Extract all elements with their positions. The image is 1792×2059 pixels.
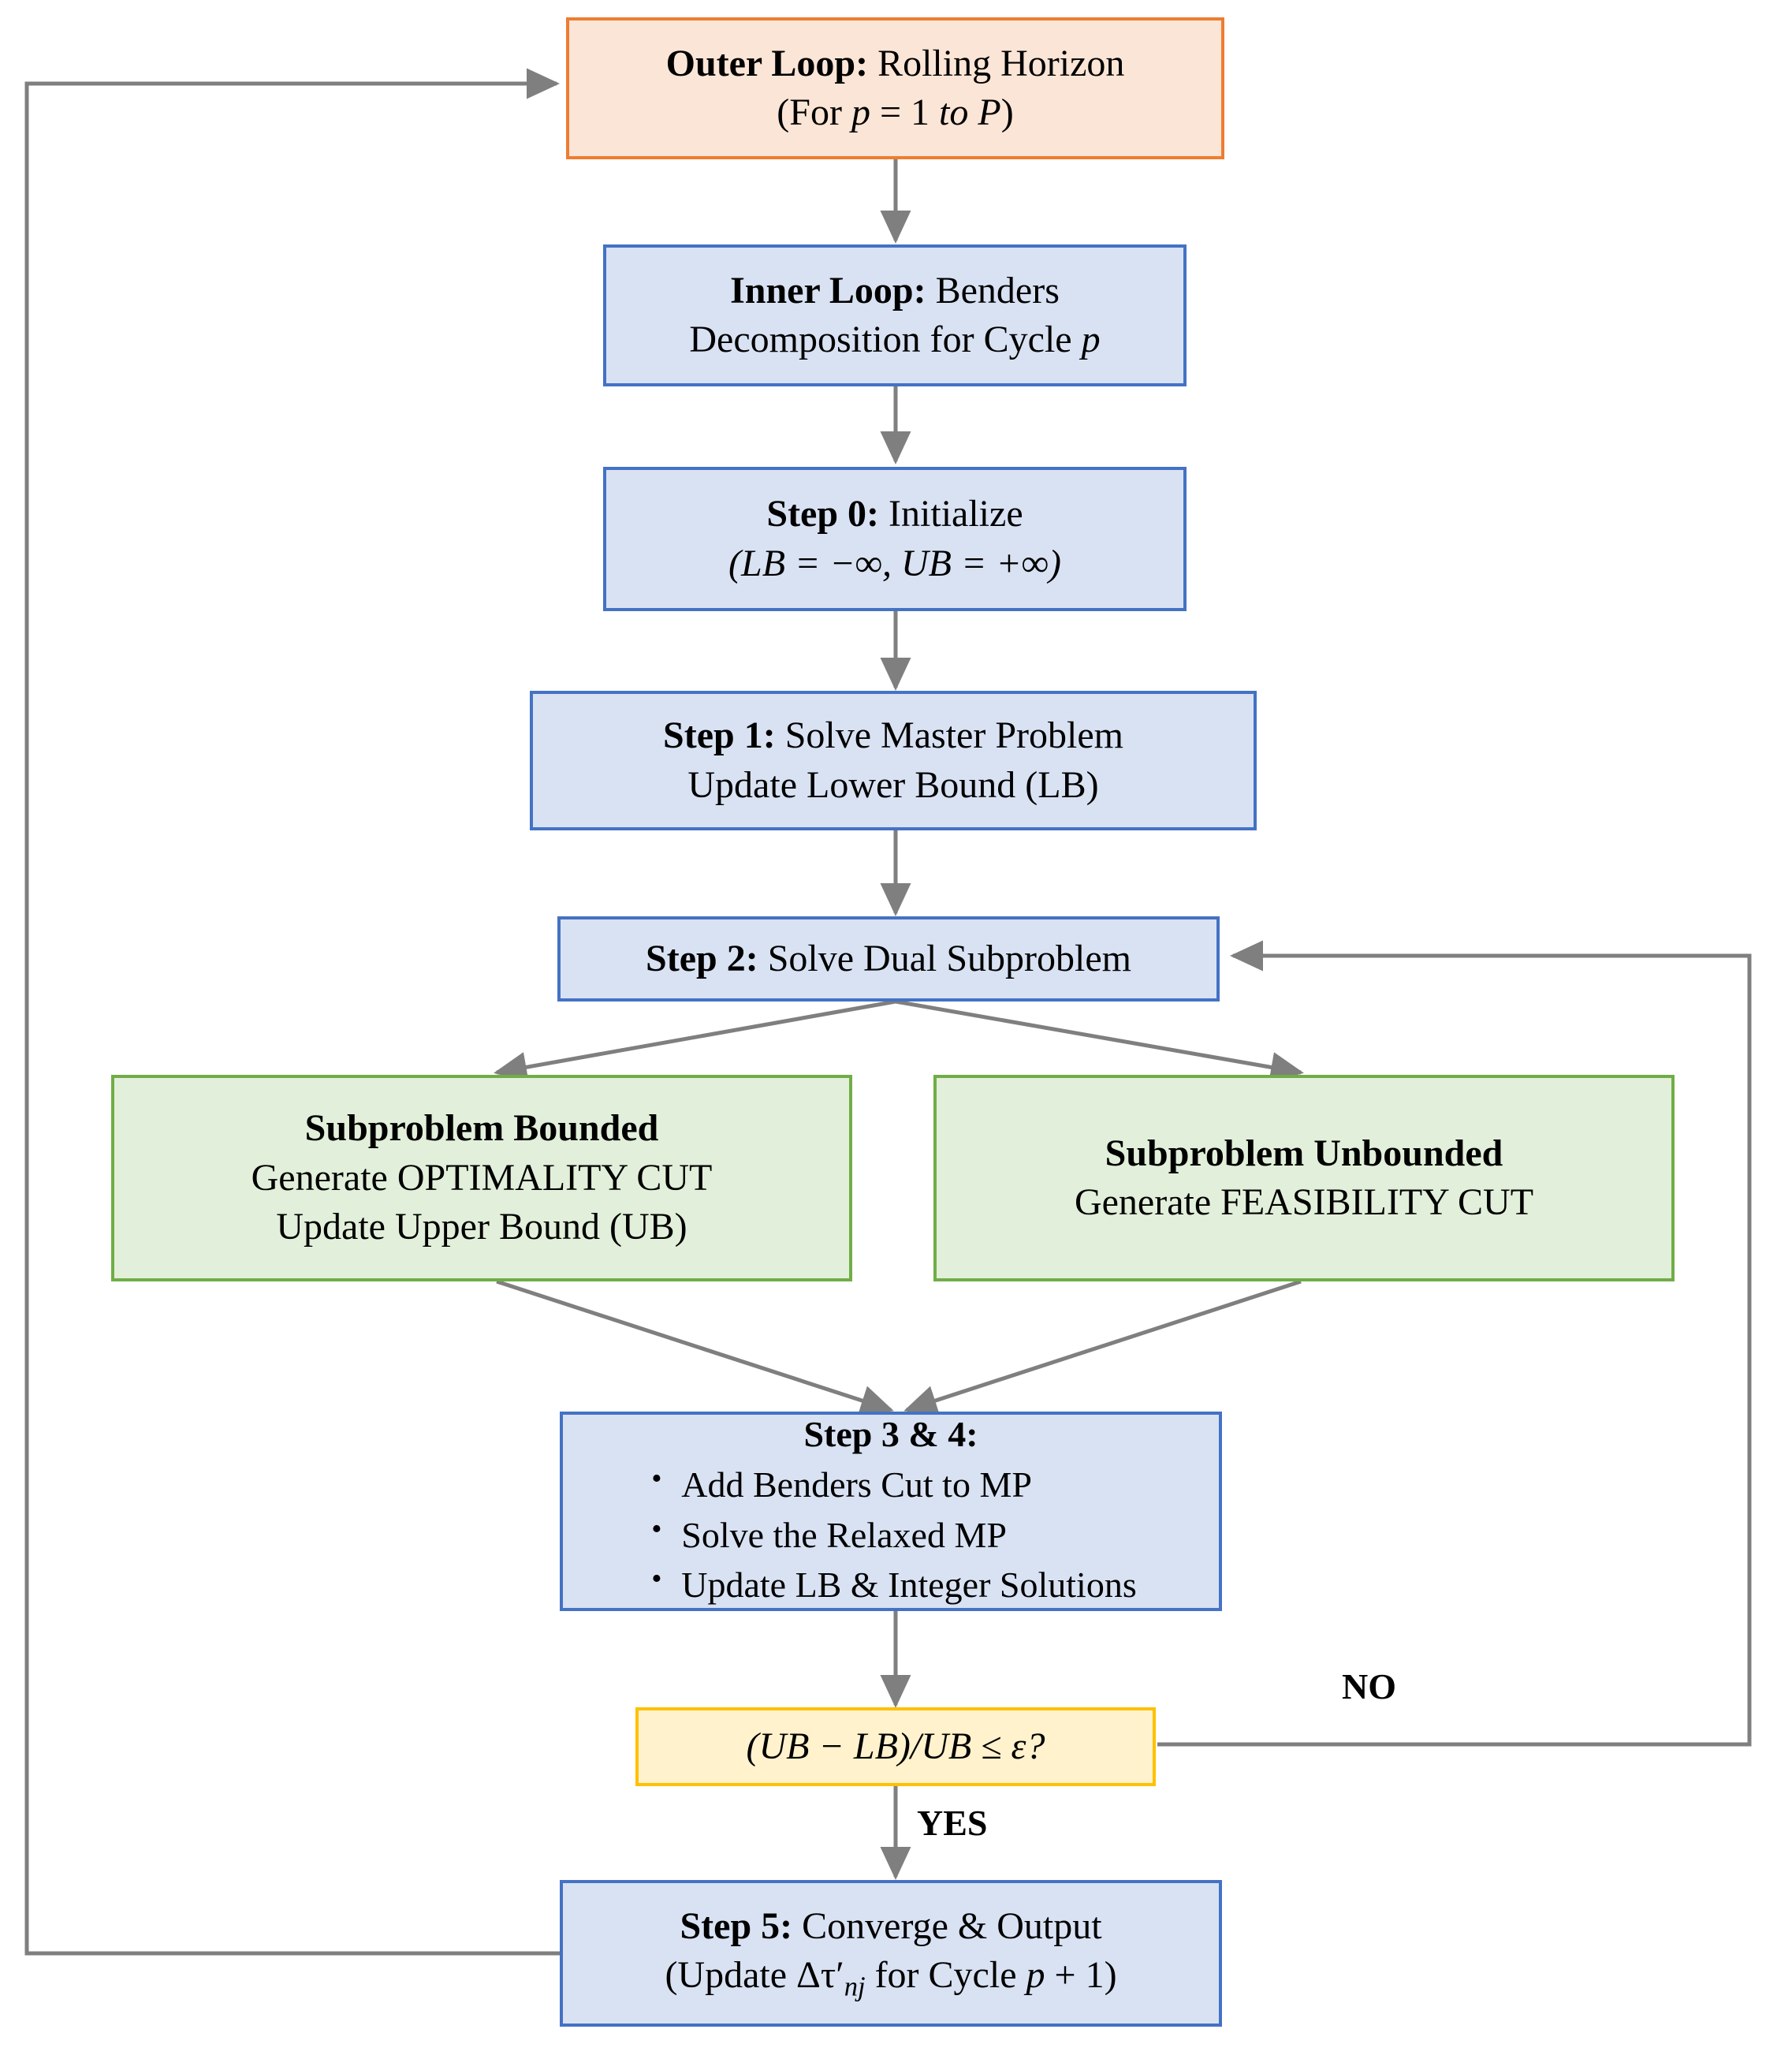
step5-line1: Step 5: Converge & Output xyxy=(680,1904,1102,1947)
decision-formula: (UB − LB)/UB ≤ ε? xyxy=(746,1725,1045,1767)
step34-bullet-list: Add Benders Cut to MP Solve the Relaxed … xyxy=(645,1458,1136,1612)
step2-line1: Step 2: Solve Dual Subproblem xyxy=(646,937,1131,979)
inner-loop-line2: Decomposition for Cycle p xyxy=(689,319,1101,360)
node-step34[interactable]: Step 3 & 4: Add Benders Cut to MP Solve … xyxy=(560,1412,1222,1611)
list-item: Update LB & Integer Solutions xyxy=(645,1560,1136,1609)
step34-heading: Step 3 & 4: xyxy=(803,1413,978,1454)
node-subproblem-unbounded[interactable]: Subproblem Unbounded Generate FEASIBILIT… xyxy=(933,1075,1675,1281)
unbounded-line2: Generate FEASIBILITY CUT xyxy=(1074,1181,1534,1223)
edge-label-no: NO xyxy=(1342,1666,1396,1707)
step0-line1: Step 0: Initialize xyxy=(766,493,1023,535)
edge-step2-to-unbounded xyxy=(895,999,1304,1083)
bounded-line3: Update Upper Bound (UB) xyxy=(276,1206,687,1248)
node-outer-loop[interactable]: Outer Loop: Rolling Horizon (For p = 1 t… xyxy=(566,17,1224,159)
node-step2-dual-subproblem[interactable]: Step 2: Solve Dual Subproblem xyxy=(557,916,1220,1002)
edge-step5-to-outer-loop xyxy=(24,68,561,1956)
edge-decision-no-to-step2 xyxy=(1157,940,1752,1747)
bounded-line2: Generate OPTIMALITY CUT xyxy=(251,1156,713,1199)
node-step1-master-problem[interactable]: Step 1: Solve Master Problem Update Lowe… xyxy=(530,691,1257,830)
node-step5-converge-output[interactable]: Step 5: Converge & Output (Update Δτ′nj … xyxy=(560,1880,1222,2027)
bounded-line1: Subproblem Bounded xyxy=(304,1107,659,1150)
unbounded-line1: Subproblem Unbounded xyxy=(1105,1132,1503,1174)
step5-line2: (Update Δτ′nj for Cycle p + 1) xyxy=(665,1954,1117,2002)
step0-line2-formula: (LB = −∞, UB = +∞) xyxy=(728,542,1061,584)
outer-loop-line2: (For p = 1 to P) xyxy=(777,91,1014,133)
step1-line2: Update Lower Bound (LB) xyxy=(687,763,1099,806)
list-item: Add Benders Cut to MP xyxy=(645,1460,1136,1509)
node-subproblem-bounded[interactable]: Subproblem Bounded Generate OPTIMALITY C… xyxy=(111,1075,852,1281)
edge-bounded-to-step34 xyxy=(496,1279,894,1416)
edge-label-yes: YES xyxy=(917,1803,988,1843)
node-inner-loop[interactable]: Inner Loop: Benders Decomposition for Cy… xyxy=(603,244,1187,386)
node-decision-convergence[interactable]: (UB − LB)/UB ≤ ε? xyxy=(635,1707,1156,1786)
list-item: Solve the Relaxed MP xyxy=(645,1510,1136,1559)
outer-loop-line1: Outer Loop: Rolling Horizon xyxy=(665,42,1125,84)
edge-unbounded-to-step34 xyxy=(903,1279,1302,1416)
step1-line1: Step 1: Solve Master Problem xyxy=(663,714,1123,757)
edge-step2-to-bounded xyxy=(494,999,896,1083)
node-step0-initialize[interactable]: Step 0: Initialize (LB = −∞, UB = +∞) xyxy=(603,467,1187,611)
inner-loop-line1: Inner Loop: Benders xyxy=(730,269,1060,311)
